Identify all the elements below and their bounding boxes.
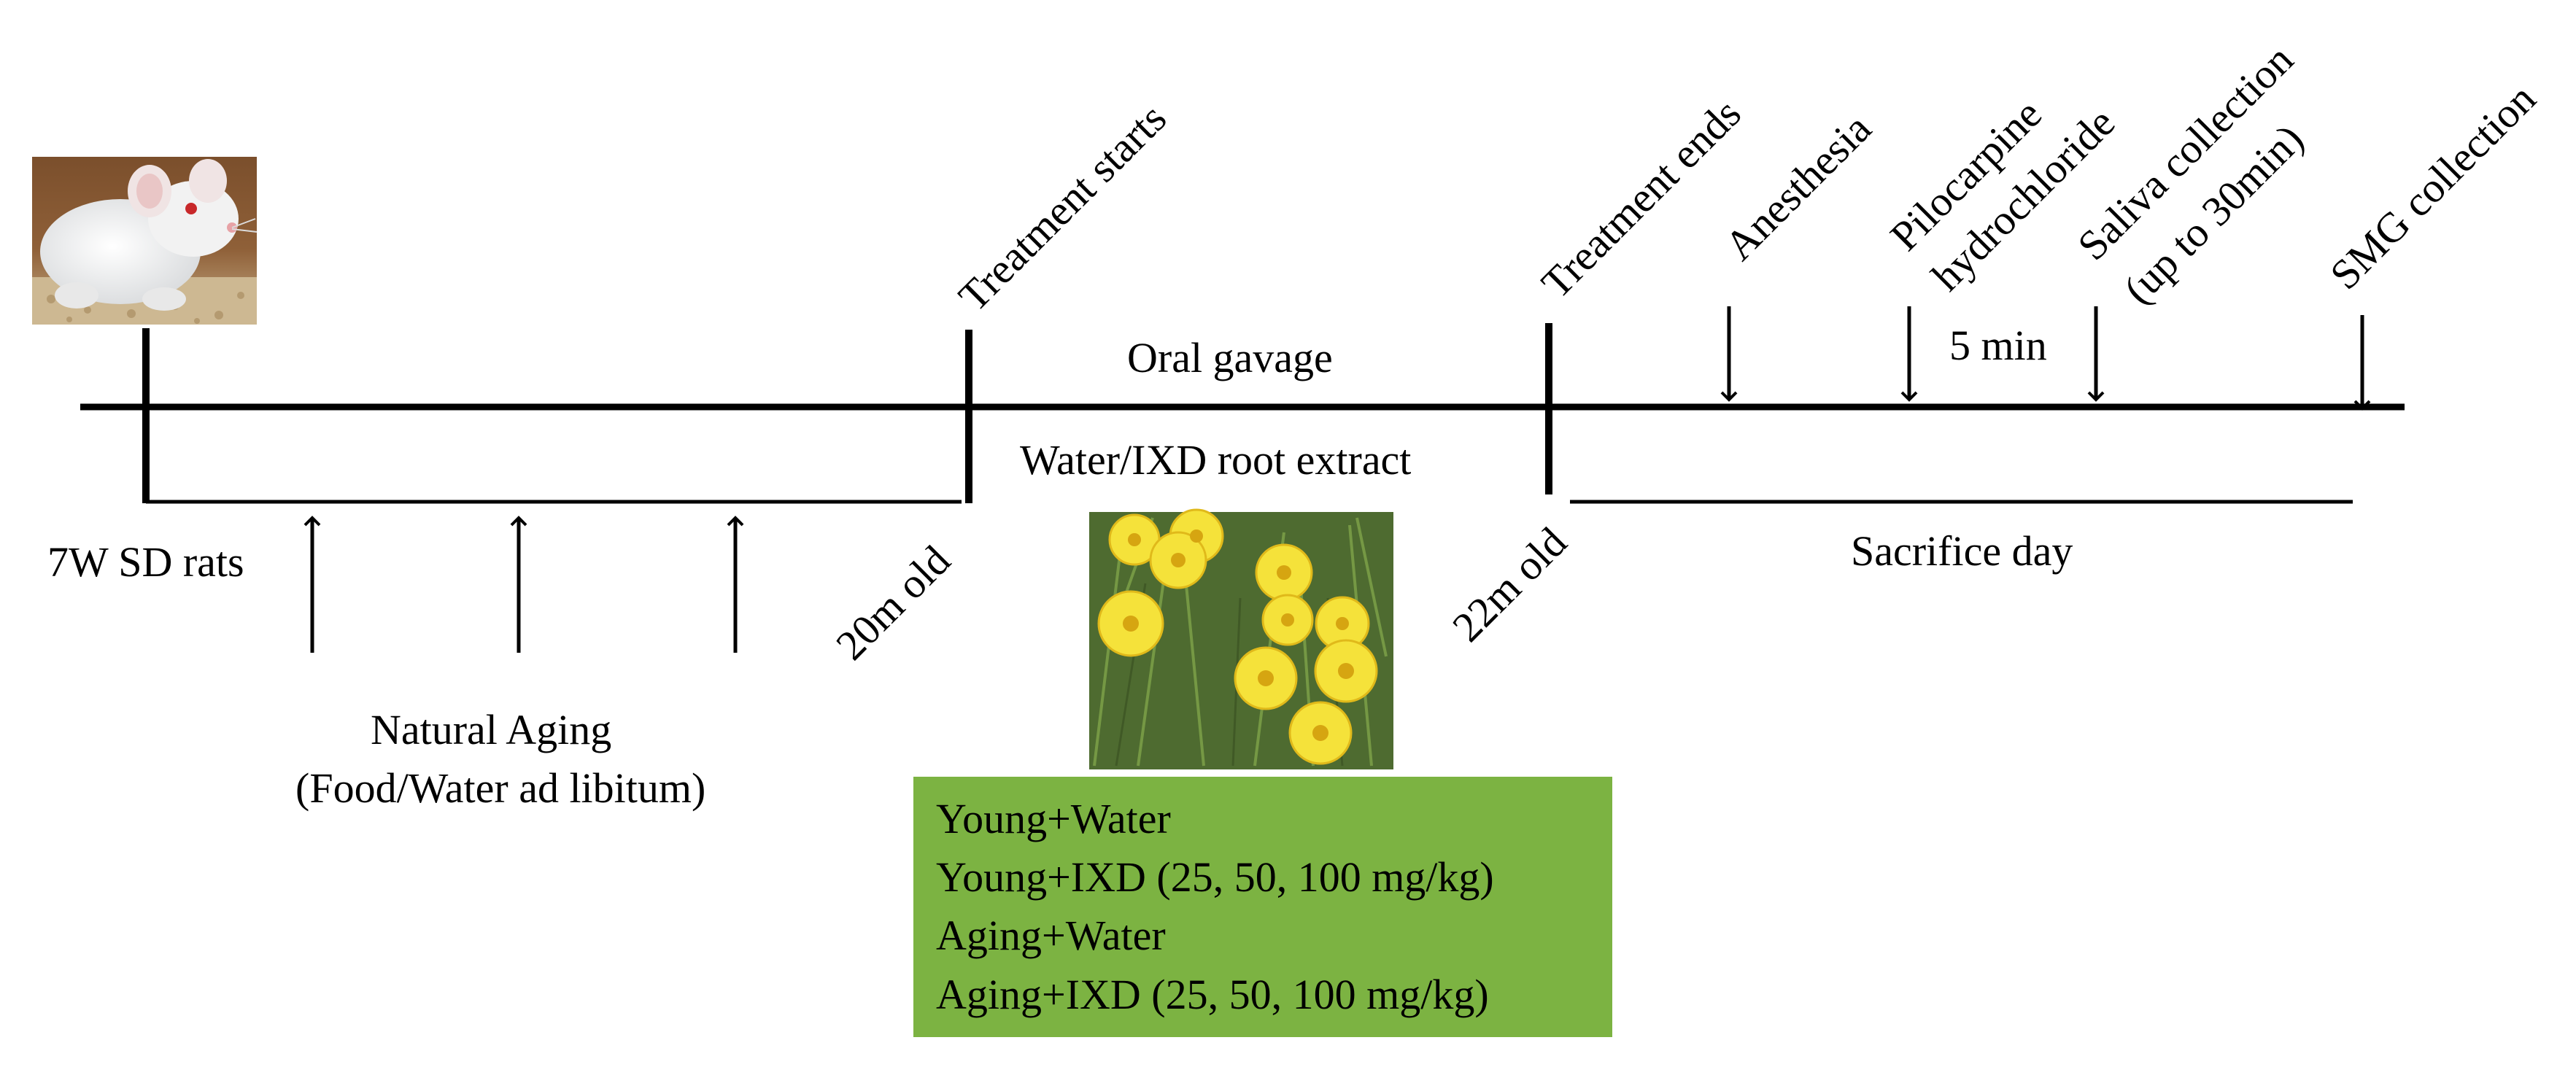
natural-aging-label: Natural Aging xyxy=(371,706,611,753)
age-20-label: 20m old xyxy=(827,537,959,670)
aging-arrows xyxy=(303,516,744,653)
age-22-label: 22m old xyxy=(1443,519,1576,651)
start-label: 7W SD rats xyxy=(47,538,244,586)
rat-photo xyxy=(32,157,258,325)
group-item: Young+Water xyxy=(936,795,1171,842)
group-item: Aging+Water xyxy=(936,912,1166,959)
treatment-starts-label: Treatment starts xyxy=(949,94,1175,320)
group-item: Young+IXD (25, 50, 100 mg/kg) xyxy=(936,853,1494,901)
five-min-label: 5 min xyxy=(1949,322,2047,369)
food-water-label: (Food/Water ad libitum) xyxy=(295,764,705,812)
treatment-groups-box: Young+Water Young+IXD (25, 50, 100 mg/kg… xyxy=(913,777,1612,1037)
group-item: Aging+IXD (25, 50, 100 mg/kg) xyxy=(936,971,1489,1018)
sacrifice-day-label: Sacrifice day xyxy=(1851,527,2073,575)
water-ixd-label: Water/IXD root extract xyxy=(1020,436,1411,484)
sacrifice-arrows xyxy=(1720,306,2371,411)
treatment-ends-label: Treatment ends xyxy=(1532,90,1749,307)
oral-gavage-label: Oral gavage xyxy=(1127,334,1333,381)
timeline-lines xyxy=(80,323,2405,504)
dandelion-photo xyxy=(1089,508,1393,769)
smg-label: SMG collection xyxy=(2321,74,2545,298)
